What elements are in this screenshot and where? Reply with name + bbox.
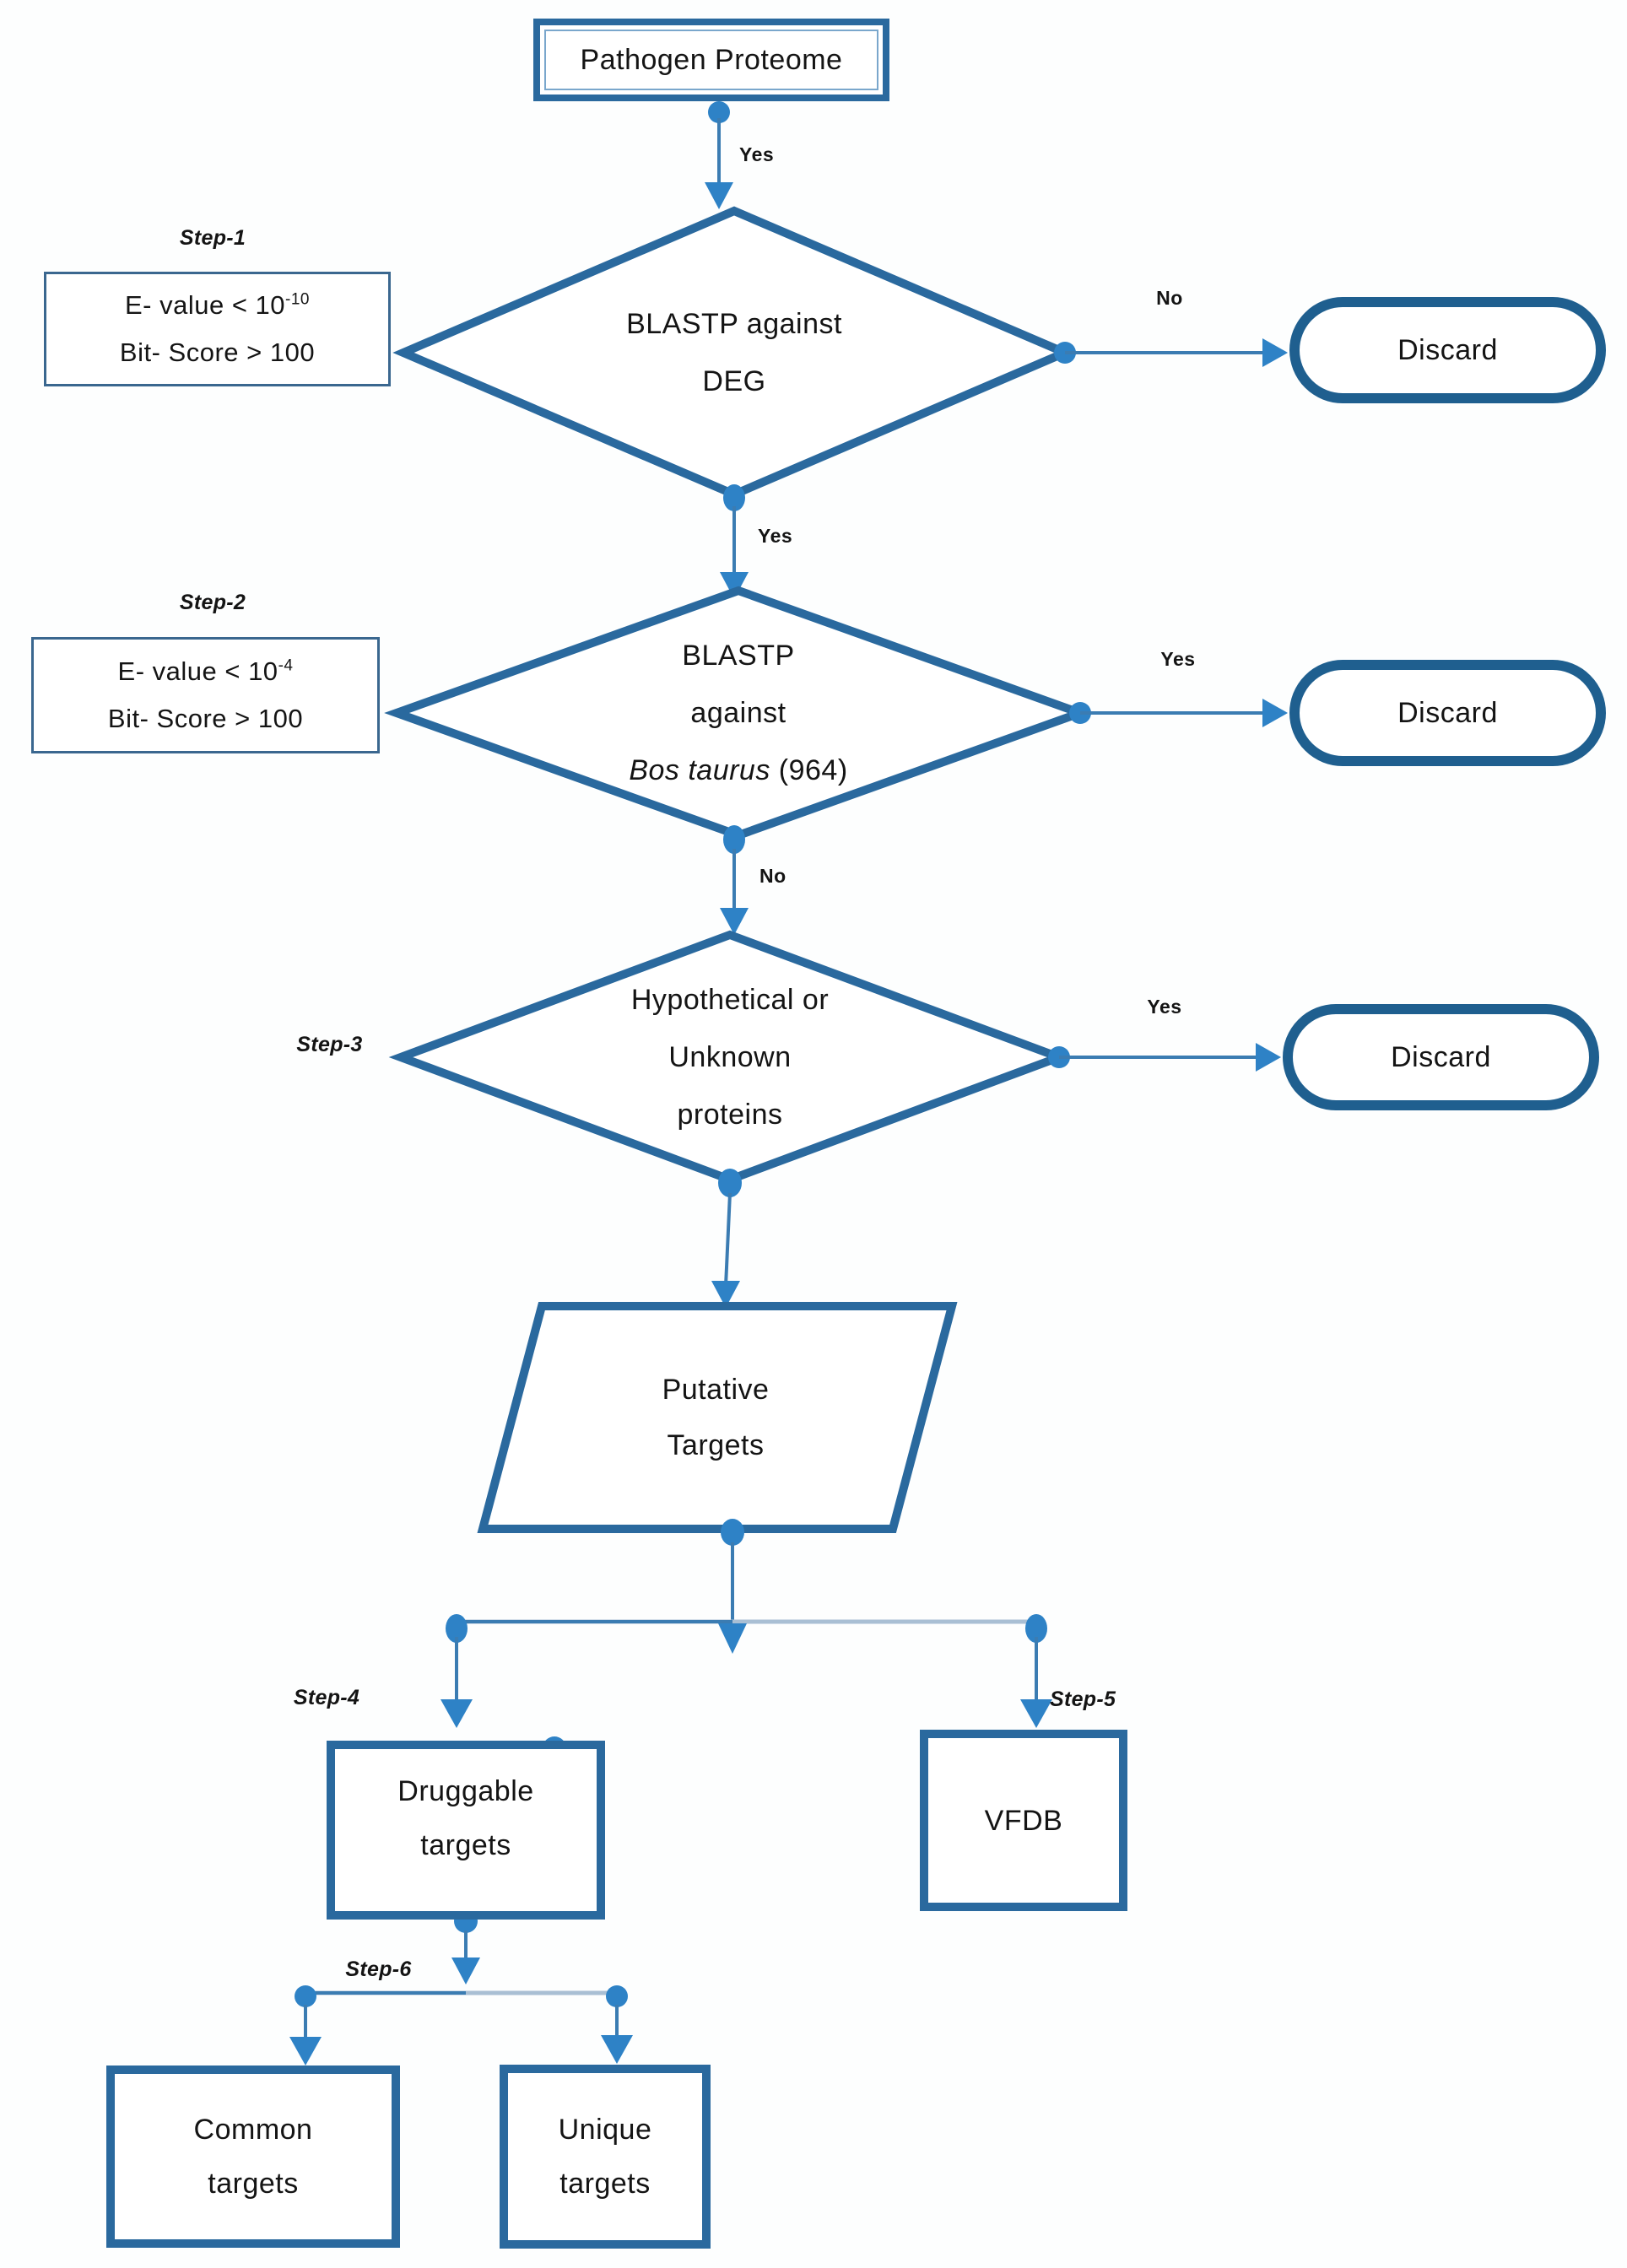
discard-label-3: Discard (1391, 1041, 1491, 1073)
edge-hypothetical-yes-to-discard (1048, 1043, 1281, 1072)
discard-terminator-2: Discard (1289, 660, 1606, 766)
discard-terminator-3: Discard (1283, 1004, 1599, 1110)
edge-step6-to-unique (601, 2005, 633, 2064)
step1-evalue-criterion: E- value < 10-10 (124, 290, 310, 320)
edge-putative-to-split (446, 1519, 1047, 1654)
decision-blastp-bostaurus-label: BLASTP against Bos taurus (964) (629, 640, 848, 786)
step4-label: Step-4 (293, 1686, 360, 1709)
step1-criteria-box: E- value < 10-10 Bit- Score > 100 (44, 272, 391, 386)
edge-deg-no-to-discard (1054, 338, 1288, 367)
unique-targets-label: Unique targets (558, 2114, 652, 2200)
edge-split-to-druggable (441, 1637, 473, 1728)
vfdb-label: VFDB (984, 1804, 1063, 1837)
decision-hypothetical-label: Hypothetical or Unknown proteins (630, 984, 830, 1131)
edge-bostaurus-no-to-hypothetical (720, 825, 749, 935)
discard-label-2: Discard (1397, 697, 1498, 729)
edge-label-no-d1: No (1156, 287, 1183, 309)
edge-deg-yes-to-bostaurus (720, 484, 749, 599)
step3-label: Step-3 (296, 1033, 363, 1056)
edge-label-yes-d3: Yes (1147, 996, 1182, 1018)
pathogen-proteome-label: Pathogen Proteome (580, 44, 843, 76)
edge-split-to-vfdb (1020, 1637, 1052, 1728)
discard-terminator-1: Discard (1289, 297, 1606, 403)
edge-hypothetical-no-to-putative (711, 1169, 742, 1308)
common-targets-box: Common targets (106, 2066, 400, 2248)
step1-label: Step-1 (179, 226, 246, 250)
step2-bitscore-criterion: Bit- Score > 100 (107, 704, 304, 733)
step5-label: Step-5 (1050, 1688, 1116, 1711)
step6-label: Step-6 (345, 1958, 412, 1981)
edge-label-yes-top: Yes (739, 143, 775, 165)
putative-targets-label: Putative Targets (662, 1374, 770, 1461)
druggable-targets-box: Druggable targets (327, 1741, 605, 1920)
edge-label-yes-d2: Yes (1160, 648, 1196, 670)
unique-targets-box: Unique targets (500, 2065, 711, 2249)
druggable-targets-label: Druggable targets (397, 1775, 534, 1861)
step2-evalue-criterion: E- value < 10-4 (117, 656, 294, 686)
pathogen-proteome-box: Pathogen Proteome (533, 19, 889, 101)
step2-label: Step-2 (179, 591, 246, 614)
edge-step6-to-common (289, 2005, 322, 2066)
edge-bostaurus-yes-to-discard (1069, 699, 1288, 727)
edge-pathogen-to-blastp-deg (705, 101, 733, 209)
edge-label-yes-d1-down: Yes (758, 525, 793, 547)
edge-druggable-to-step6-split (295, 1909, 628, 2007)
step2-criteria-box: E- value < 10-4 Bit- Score > 100 (31, 637, 380, 753)
step1-bitscore-criterion: Bit- Score > 100 (119, 338, 316, 367)
discard-label-1: Discard (1397, 334, 1498, 366)
putative-targets-shape (477, 1302, 958, 1533)
vfdb-box: VFDB (920, 1730, 1127, 1911)
common-targets-label: Common targets (193, 2114, 313, 2200)
edge-label-no-d2-down: No (759, 865, 786, 887)
decision-blastp-deg-label: BLASTP against DEG (626, 308, 842, 397)
